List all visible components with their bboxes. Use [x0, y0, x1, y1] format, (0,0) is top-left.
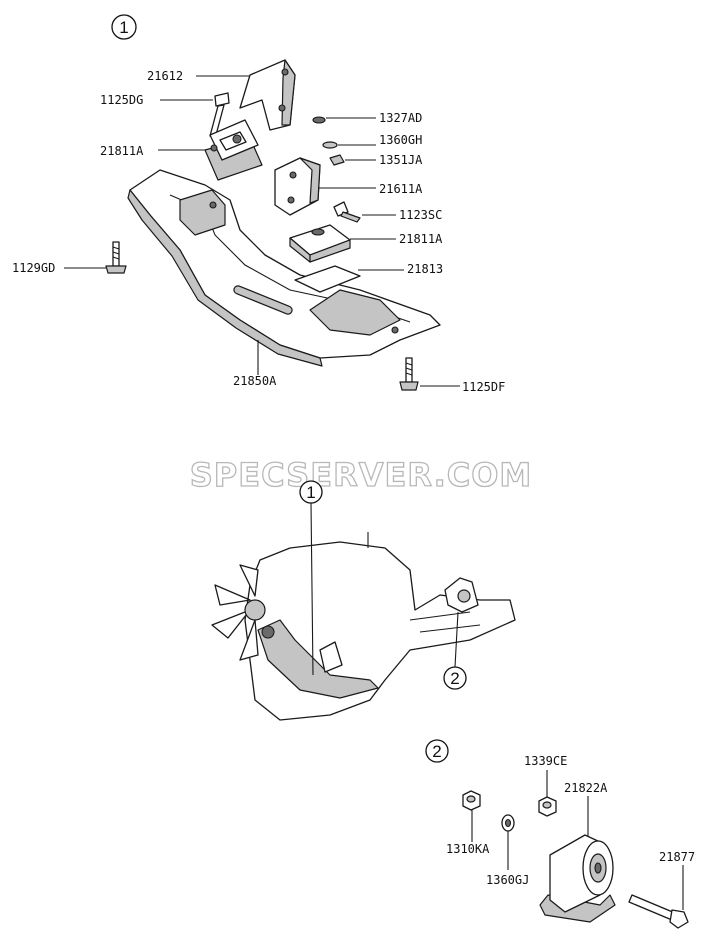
svg-text:2: 2	[450, 669, 459, 688]
group-1-marker: 1	[111, 14, 137, 40]
cooling-fan	[211, 564, 266, 661]
bracket-21612	[239, 59, 296, 131]
washer-1360gh	[322, 141, 338, 149]
nut-1339ce	[538, 796, 557, 817]
svg-text:1: 1	[119, 18, 128, 37]
assembly-ref-2: 2	[443, 611, 467, 690]
label-1125df: 1125DF	[462, 380, 505, 394]
svg-text:1: 1	[306, 483, 315, 502]
leader-lines-group-1	[64, 75, 460, 387]
washer-1360gj	[501, 814, 515, 832]
engine-transmission-assembly	[211, 532, 516, 721]
label-21850a: 21850A	[233, 374, 277, 388]
nut-1310ka	[462, 790, 481, 811]
label-21811a-top: 21811A	[100, 144, 144, 158]
insulator-21822a	[539, 834, 616, 923]
label-1360gj: 1360GJ	[486, 873, 529, 887]
label-21811a-mid: 21811A	[399, 232, 443, 246]
group-2-marker: 2	[425, 739, 449, 763]
label-1327ad: 1327AD	[379, 111, 422, 125]
label-21612: 21612	[147, 69, 183, 83]
label-1351ja: 1351JA	[379, 153, 423, 167]
bracket-21611a	[274, 157, 321, 216]
svg-text:2: 2	[432, 742, 441, 761]
plate-21813	[294, 265, 361, 293]
assembly-ref-1: 1	[299, 480, 323, 676]
label-21822a: 21822A	[564, 781, 608, 795]
washer-1327ad	[312, 116, 326, 124]
insulator-21811a-mid	[289, 224, 351, 263]
crossmember-21850a	[127, 169, 441, 367]
label-1125dg: 1125DG	[100, 93, 143, 107]
label-1310ka: 1310KA	[446, 842, 490, 856]
insulator-21811a-top	[204, 119, 263, 181]
bolt-1123sc	[333, 201, 361, 223]
label-1360gh: 1360GH	[379, 133, 422, 147]
leader-lines-group-2	[471, 770, 684, 910]
label-21877: 21877	[659, 850, 695, 864]
label-1339ce: 1339CE	[524, 754, 567, 768]
bolt-21877	[628, 894, 689, 929]
watermark: SPECSERVER.COM	[190, 456, 533, 494]
bolt-1129gd	[105, 241, 127, 274]
nut-1351ja	[329, 154, 345, 166]
label-1123sc: 1123SC	[399, 208, 442, 222]
label-21813: 21813	[407, 262, 443, 276]
label-1129gd: 1129GD	[12, 261, 55, 275]
label-21611a: 21611A	[379, 182, 423, 196]
bolt-1125df	[399, 357, 419, 391]
